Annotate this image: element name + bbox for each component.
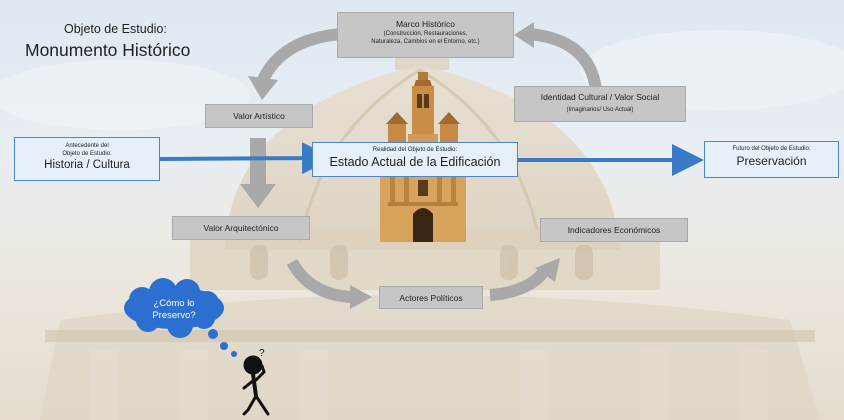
thought-line-2: Preservo? — [152, 310, 196, 321]
marco-historico-line-1: (Construcción, Restauraciones, — [383, 31, 468, 37]
futuro-box: Futuro del Objeto de Estudio: Preservaci… — [704, 141, 839, 178]
marco-historico-box: Marco Histórico (Construcción, Restaurac… — [337, 12, 514, 58]
valor-artistico-box: Valor Artístico — [205, 104, 313, 128]
antecedente-box: Antecedente del Objeto de Estudio: Histo… — [14, 137, 160, 181]
realidad-main: Estado Actual de la Edificación — [329, 155, 501, 169]
actores-politicos-label: Actores Políticos — [399, 293, 463, 303]
futuro-main: Preservación — [736, 154, 807, 168]
indicadores-economicos-label: Indicadores Económicos — [567, 225, 661, 235]
futuro-label: Futuro del Objeto de Estudio: — [732, 146, 811, 152]
realidad-box: Realidad del Objeto de Estudio: Estado A… — [312, 142, 518, 177]
valor-arquitectonico-label: Valor Arquitectónico — [203, 223, 279, 233]
valor-artistico-label: Valor Artístico — [233, 111, 285, 121]
antecedente-line-2: Objeto de Estudio: — [62, 151, 112, 157]
thought-cloud-shape — [124, 278, 224, 338]
valor-arquitectonico-box: Valor Arquitectónico — [172, 216, 310, 240]
thought-bubble-dots — [208, 329, 237, 357]
identidad-cultural-subtitle: (Imaginarios/ Uso Actual) — [566, 107, 634, 113]
diagram-title: Monumento Histórico — [25, 40, 191, 60]
marco-historico-line-2: Naturaleza, Cambios en el Entorno, etc.) — [371, 39, 480, 45]
curved-arrow-actores-to-indicadores — [489, 258, 560, 301]
realidad-label: Realidad del Objeto de Estudio: — [372, 147, 458, 153]
actores-politicos-box: Actores Políticos — [379, 286, 483, 309]
thinking-figure-icon: ? — [242, 348, 270, 416]
curved-arrow-marco-to-artistico — [248, 28, 341, 100]
antecedente-line-1: Antecedente del — [65, 143, 109, 149]
marco-historico-title: Marco Histórico — [395, 19, 456, 29]
blue-arrow-antecedente-to-realidad — [159, 142, 334, 175]
diagram-subtitle: Objeto de Estudio: — [64, 22, 167, 36]
identidad-cultural-box: Identidad Cultural / Valor Social (Imagi… — [514, 86, 686, 122]
down-arrow-artistico-to-arquitectonico — [240, 138, 276, 208]
identidad-cultural-title: Identidad Cultural / Valor Social — [540, 92, 660, 102]
indicadores-economicos-box: Indicadores Económicos — [540, 218, 688, 242]
svg-text:?: ? — [259, 348, 265, 359]
thought-line-1: ¿Cómo lo — [153, 298, 195, 309]
thought-cloud-text: ¿Cómo lo Preservo? — [140, 298, 208, 322]
antecedente-main: Historia / Cultura — [44, 159, 130, 171]
curved-arrow-arquitectonico-to-actores — [286, 258, 372, 309]
curved-arrow-identidad-to-marco — [514, 22, 602, 91]
